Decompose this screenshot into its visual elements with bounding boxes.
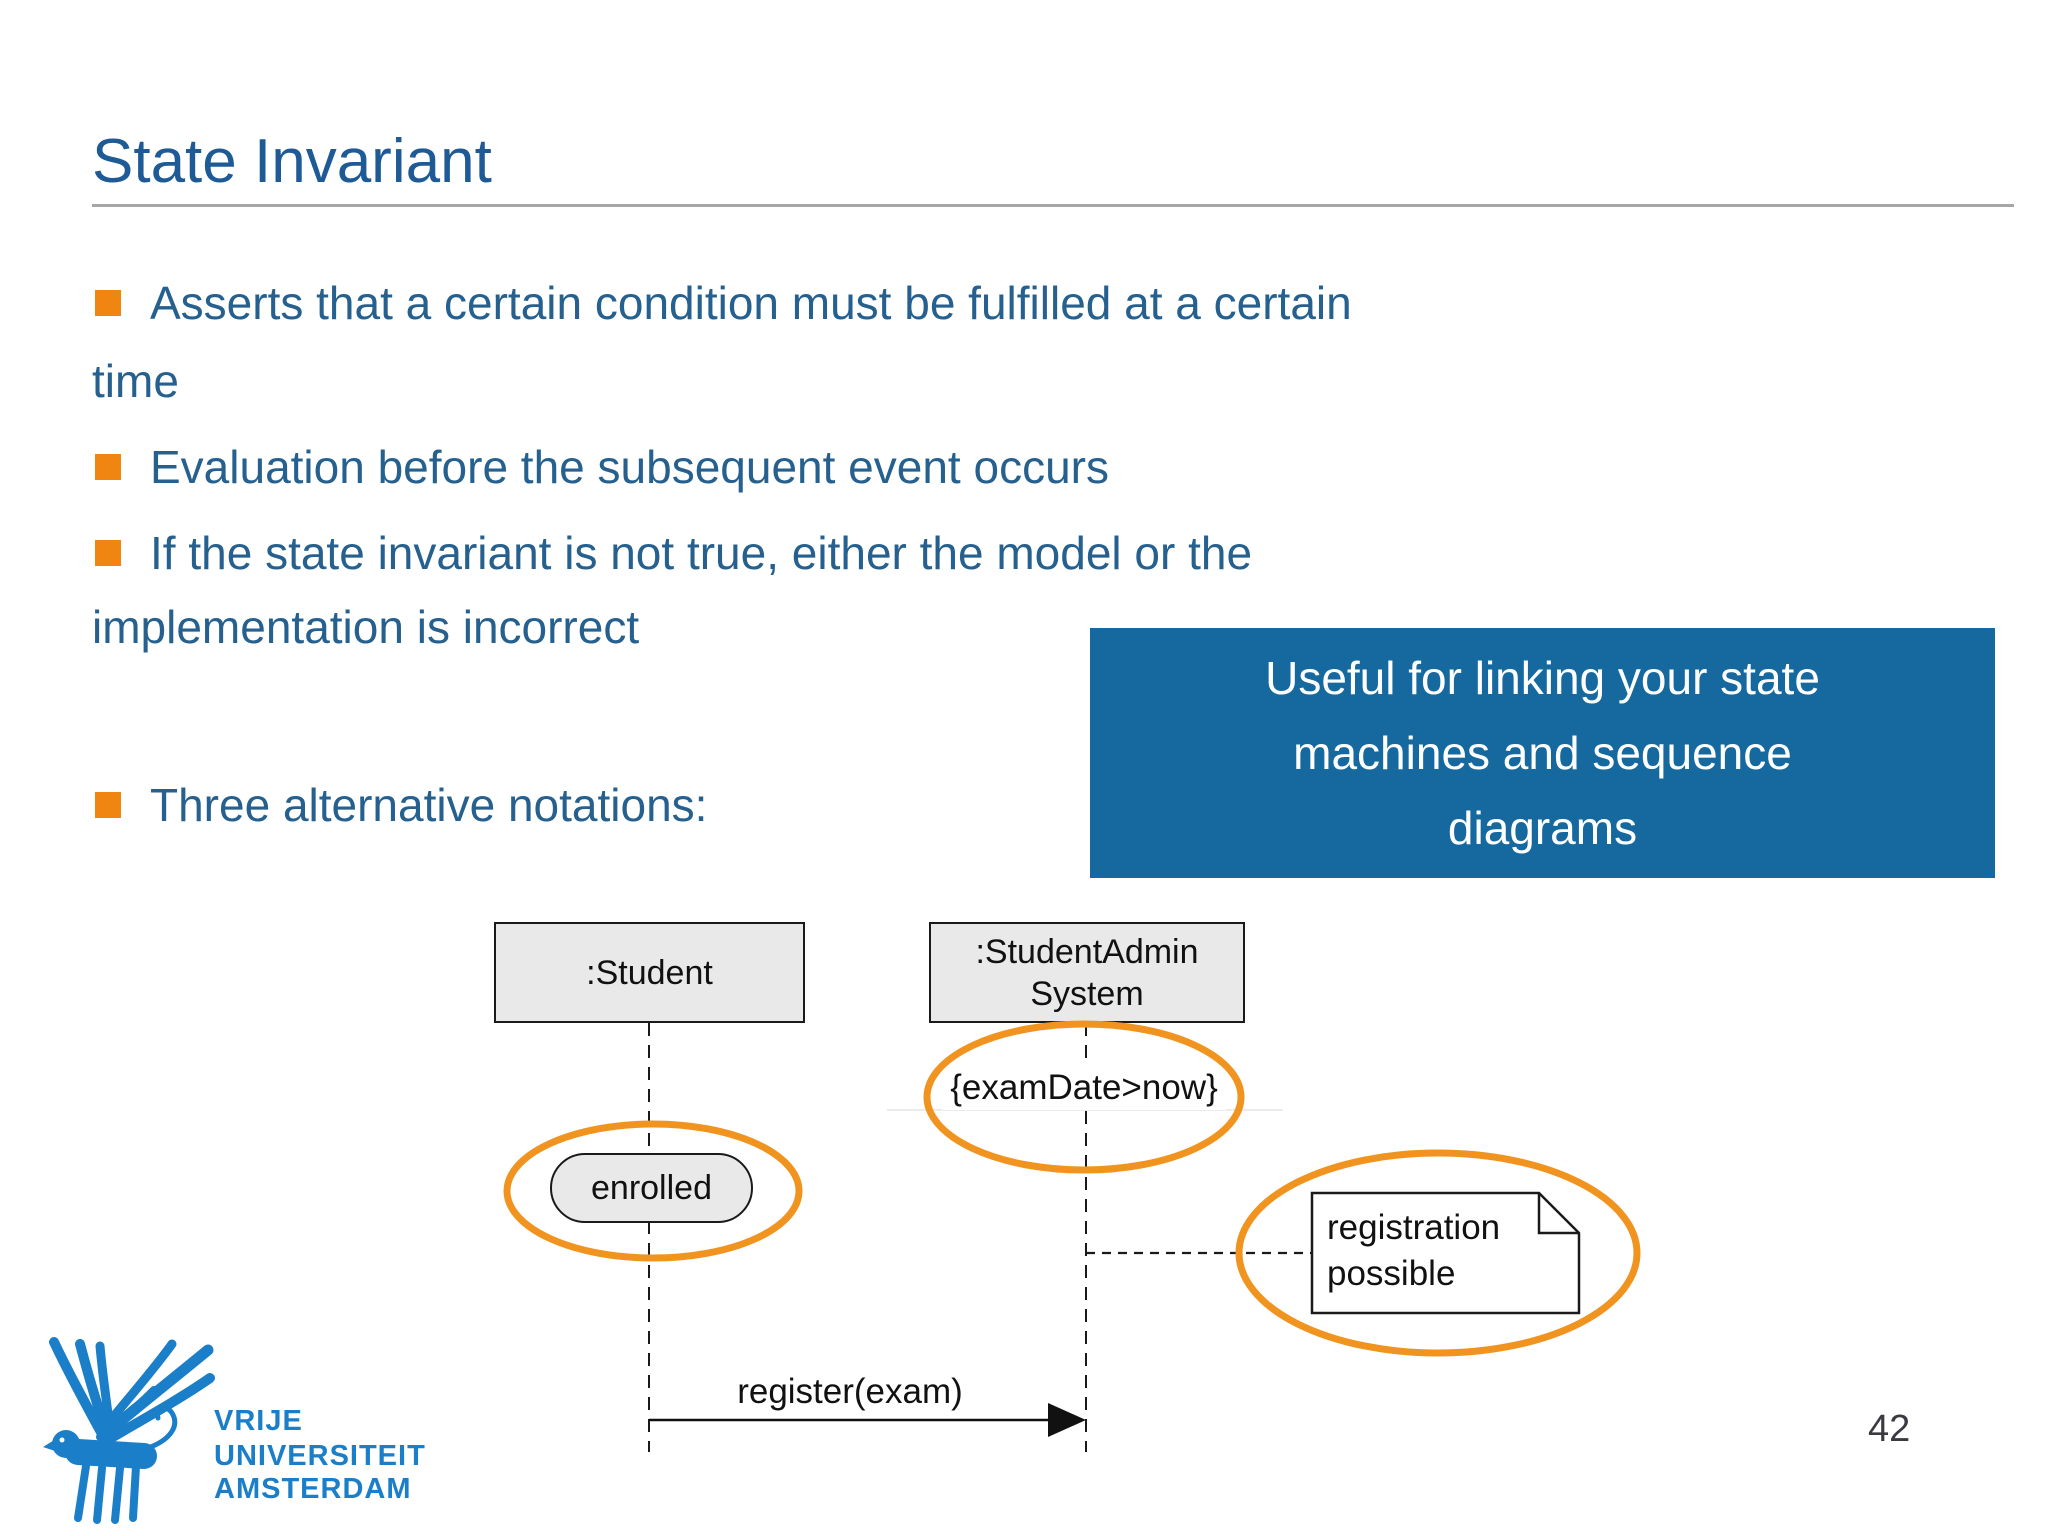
logo-wordmark-line: AMSTERDAM bbox=[214, 1473, 412, 1505]
bullet-marker bbox=[95, 290, 121, 316]
admin-label-line: :StudentAdmin bbox=[975, 932, 1199, 971]
bullet-line: Three alternative notations: bbox=[150, 779, 708, 831]
note-shape bbox=[1310, 1191, 1581, 1315]
admin-label-line: System bbox=[1030, 974, 1144, 1013]
highlight-ellipse-note bbox=[1235, 1149, 1641, 1357]
callout-line: Useful for linking your state bbox=[1265, 651, 1820, 704]
student-lifeline-head: :Student bbox=[494, 922, 805, 1023]
callout-line: machines and sequence bbox=[1293, 726, 1792, 779]
state-invariant-state: enrolled bbox=[550, 1153, 753, 1223]
page-title: State Invariant bbox=[92, 127, 492, 196]
note-line: possible bbox=[1327, 1254, 1456, 1293]
highlight-ellipse-state bbox=[503, 1120, 803, 1262]
state-invariant-constraint: {examDate>now} bbox=[942, 1066, 1226, 1110]
bullet-marker bbox=[95, 454, 121, 480]
message-arrowhead bbox=[1048, 1403, 1086, 1437]
callout-line: diagrams bbox=[1447, 801, 1638, 854]
message-label: register(exam) bbox=[737, 1372, 963, 1411]
title-divider bbox=[92, 204, 2014, 207]
note-fold-corner bbox=[1537, 1193, 1579, 1235]
bullet-line: If the state invariant is not true, eith… bbox=[150, 527, 1253, 579]
note-line: registration bbox=[1327, 1208, 1501, 1247]
bullet-line: Evaluation before the subsequent event o… bbox=[150, 441, 1109, 493]
highlight-ellipse-constraint bbox=[923, 1020, 1245, 1174]
student-label: :Student bbox=[586, 953, 713, 992]
bullet-line: implementation is incorrect bbox=[92, 601, 640, 653]
bullet-line: Asserts that a certain condition must be… bbox=[150, 277, 1352, 329]
logo-wordmark-line: VRIJE bbox=[214, 1405, 303, 1437]
bullet-marker bbox=[95, 540, 121, 566]
callout-box: Useful for linking your state machines a… bbox=[1090, 628, 1995, 878]
logo-wordmark-line: UNIVERSITEIT bbox=[214, 1440, 426, 1472]
note-text: registration possible bbox=[1327, 1205, 1500, 1297]
page-number: 42 bbox=[1868, 1408, 1911, 1450]
vu-griffin-icon bbox=[43, 1337, 215, 1524]
bullet-line: time bbox=[92, 355, 179, 407]
admin-lifeline-head: :StudentAdmin System bbox=[929, 922, 1245, 1023]
state-label: enrolled bbox=[591, 1168, 712, 1207]
bullet-marker bbox=[95, 792, 121, 818]
